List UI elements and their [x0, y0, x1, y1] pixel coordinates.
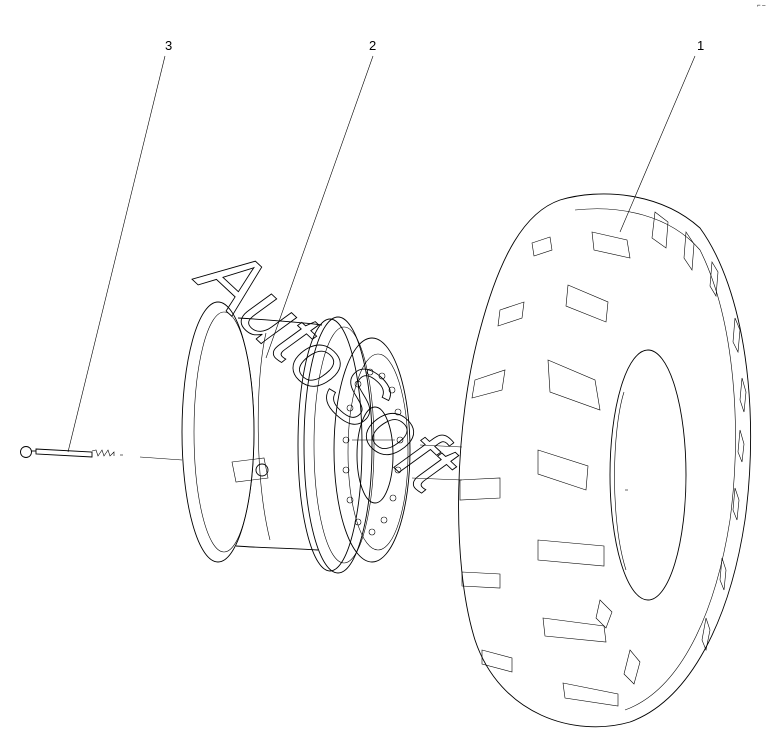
bolt-holes — [342, 368, 404, 536]
valve — [20, 446, 115, 458]
alignment-lines — [120, 439, 463, 481]
corner-mark: ⌐ ‒ — [757, 3, 766, 9]
wheel-rim — [181, 301, 411, 574]
leader-lines — [67, 55, 696, 453]
watermark: AutoSoft — [179, 225, 477, 512]
tread-lugs — [459, 211, 747, 707]
callout-1: 1 — [697, 38, 704, 53]
callout-2: 2 — [369, 38, 376, 53]
tire — [458, 193, 752, 728]
callout-3: 3 — [165, 38, 172, 53]
